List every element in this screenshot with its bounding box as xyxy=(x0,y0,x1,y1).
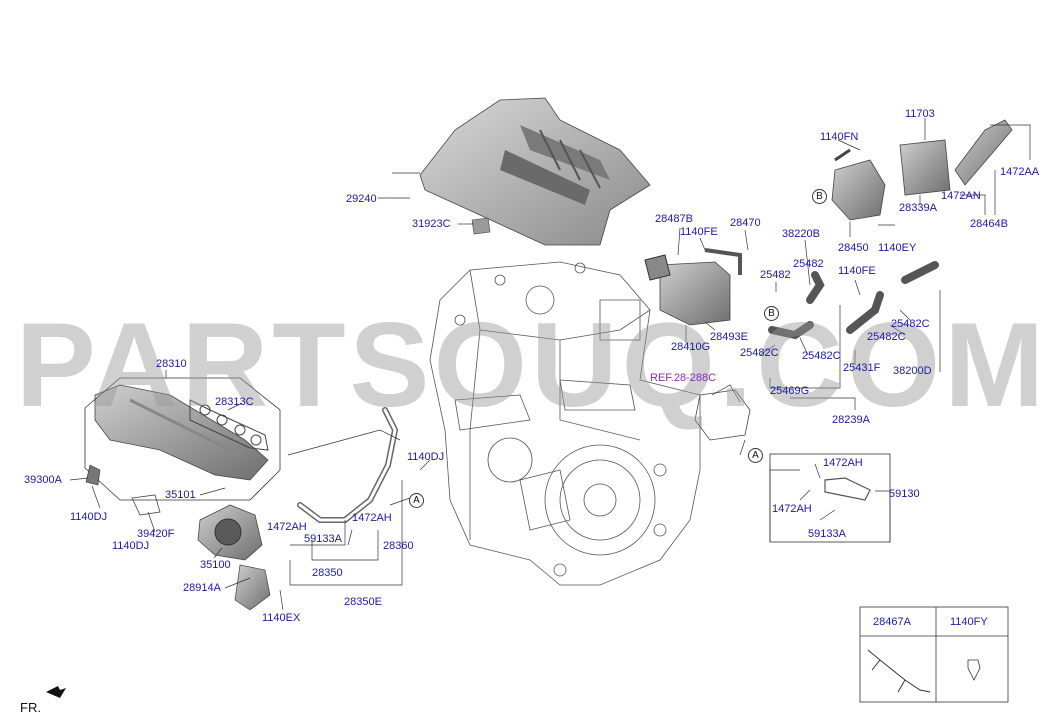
part-label[interactable]: 28360 xyxy=(383,540,414,552)
part-label[interactable]: 25482 xyxy=(760,269,791,281)
part-label[interactable]: 1140FE xyxy=(838,265,876,277)
part-label[interactable]: 31923C xyxy=(412,218,451,230)
callout-b[interactable]: B xyxy=(812,189,827,204)
part-label[interactable]: 1472AN xyxy=(941,190,981,202)
part-label[interactable]: 25482C xyxy=(802,350,841,362)
part-label[interactable]: 28493E xyxy=(710,331,748,343)
engine-block xyxy=(429,261,701,586)
part-label[interactable]: 1140EY xyxy=(878,242,917,254)
part-label[interactable]: 1140FN xyxy=(820,131,859,143)
part-label[interactable]: 25431F xyxy=(843,362,881,374)
part-label[interactable]: 1140FE xyxy=(680,226,718,238)
part-label[interactable]: 28487B xyxy=(655,213,693,225)
inset-part-label[interactable]: 1140FY xyxy=(950,616,988,628)
part-label[interactable]: 28470 xyxy=(730,217,761,229)
part-label[interactable]: 1472AH xyxy=(823,457,863,469)
reference-link[interactable]: REF.28-288C xyxy=(650,372,717,384)
part-label[interactable]: 28464B xyxy=(970,218,1008,230)
inset-box xyxy=(859,606,1009,703)
part-label[interactable]: 28339A xyxy=(899,202,937,214)
hose-59130 xyxy=(824,477,871,501)
part-label[interactable]: 28313C xyxy=(215,396,254,408)
part-label[interactable]: 1140DJ xyxy=(70,511,108,523)
inset-part-label[interactable]: 28467A xyxy=(873,616,911,628)
callout-a[interactable]: A xyxy=(409,493,424,508)
part-label[interactable]: 28450 xyxy=(838,242,869,254)
part-label[interactable]: 1472AA xyxy=(1000,166,1040,178)
turbocharger xyxy=(831,119,1013,221)
egr-valve xyxy=(694,389,751,441)
throttle-body xyxy=(197,504,263,561)
part-label[interactable]: 28239A xyxy=(832,414,870,426)
part-label[interactable]: 1140EX xyxy=(262,612,301,624)
part-label[interactable]: 1140DJ xyxy=(407,451,445,463)
part-label[interactable]: 39420F xyxy=(137,528,175,540)
part-label[interactable]: 11703 xyxy=(905,108,935,120)
part-label[interactable]: 59133A xyxy=(808,528,846,540)
part-label[interactable]: 1140DJ xyxy=(112,540,150,552)
part-label[interactable]: 39300A xyxy=(24,474,62,486)
part-label[interactable]: 28350 xyxy=(312,567,343,579)
part-label[interactable]: 28350E xyxy=(344,596,382,608)
part-label[interactable]: 25482C xyxy=(891,318,930,330)
part-label[interactable]: 38200D xyxy=(893,365,932,377)
part-label[interactable]: 28914A xyxy=(183,582,221,594)
part-label[interactable]: 29240 xyxy=(346,193,377,205)
callout-b[interactable]: B xyxy=(764,306,779,321)
part-label[interactable]: 59133A xyxy=(304,533,342,545)
part-label[interactable]: 25469G xyxy=(770,385,810,397)
part-label[interactable]: 25482C xyxy=(740,347,779,359)
part-label[interactable]: 1472AH xyxy=(267,521,307,533)
egr-pipe-lower xyxy=(234,564,271,611)
sensor-39420F xyxy=(131,494,161,516)
engine-cover xyxy=(419,97,651,246)
part-label[interactable]: 28410G xyxy=(671,341,711,353)
coolant-hoses-right xyxy=(768,261,939,340)
callout-a[interactable]: A xyxy=(748,448,763,463)
hose-detail-frame xyxy=(769,453,891,543)
part-label[interactable]: 28310 xyxy=(156,358,187,370)
part-label[interactable]: 1472AH xyxy=(352,512,392,524)
coolant-hoses-center xyxy=(297,407,399,523)
part-label[interactable]: 35101 xyxy=(165,489,196,501)
part-label[interactable]: 25482 xyxy=(793,258,824,270)
grommet xyxy=(471,217,491,235)
part-label[interactable]: 25482C xyxy=(867,331,906,343)
intake-manifold xyxy=(94,384,269,481)
part-label[interactable]: 1472AH xyxy=(772,503,812,515)
egr-cooler xyxy=(644,248,742,326)
sensor-39300A xyxy=(85,464,101,486)
part-label[interactable]: 38220B xyxy=(782,228,820,240)
direction-label: FR. xyxy=(20,700,41,715)
part-label[interactable]: 35100 xyxy=(200,559,231,571)
part-label[interactable]: 59130 xyxy=(889,488,920,500)
front-arrow-icon xyxy=(46,686,66,698)
